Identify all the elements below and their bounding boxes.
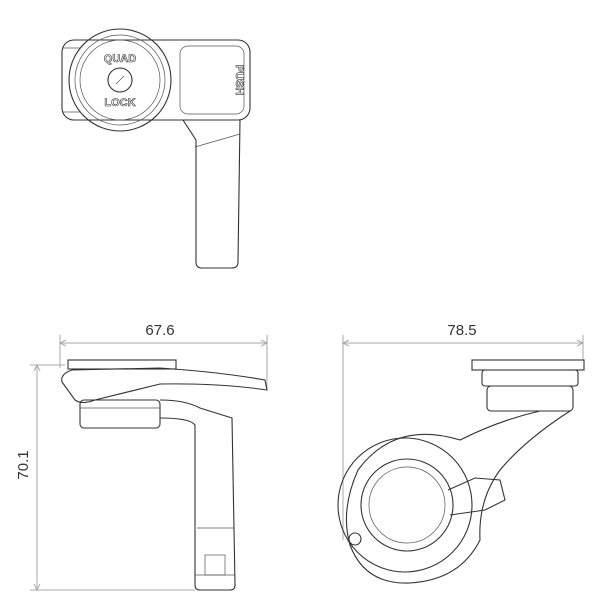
- dim-67-6: 67.6: [145, 322, 174, 339]
- front-view: [337, 359, 585, 584]
- push-label: PUSH: [233, 65, 245, 96]
- push-button-outline: [179, 45, 245, 115]
- logo-quad: QUAD: [104, 53, 136, 65]
- arm-top: [182, 119, 241, 269]
- side-view: [61, 359, 268, 591]
- dial-outer: [68, 28, 172, 132]
- dimension-height: 70.1: [15, 363, 195, 592]
- clamp-ring-outer: [337, 437, 473, 573]
- clamp-bolt: [447, 477, 506, 516]
- mount-body-outline: [61, 39, 251, 121]
- puck: [79, 399, 161, 429]
- dim-70-1: 70.1: [15, 450, 32, 479]
- puck-front: [486, 385, 574, 412]
- dimension-width-side: 67.6: [58, 322, 269, 388]
- hinge-pin: [348, 532, 362, 546]
- clamp-ring-inner: [360, 458, 454, 552]
- arm-and-clamp: [345, 410, 571, 584]
- mount-plate-front: [471, 359, 585, 371]
- stem: [159, 399, 236, 591]
- top-view: QUAD LOCK PUSH: [61, 28, 251, 269]
- release-lever: [61, 367, 268, 404]
- dimension-width-front: 78.5: [341, 322, 585, 540]
- center-screw: [107, 67, 133, 93]
- dim-78-5: 78.5: [447, 322, 476, 339]
- logo-lock: LOCK: [104, 97, 135, 109]
